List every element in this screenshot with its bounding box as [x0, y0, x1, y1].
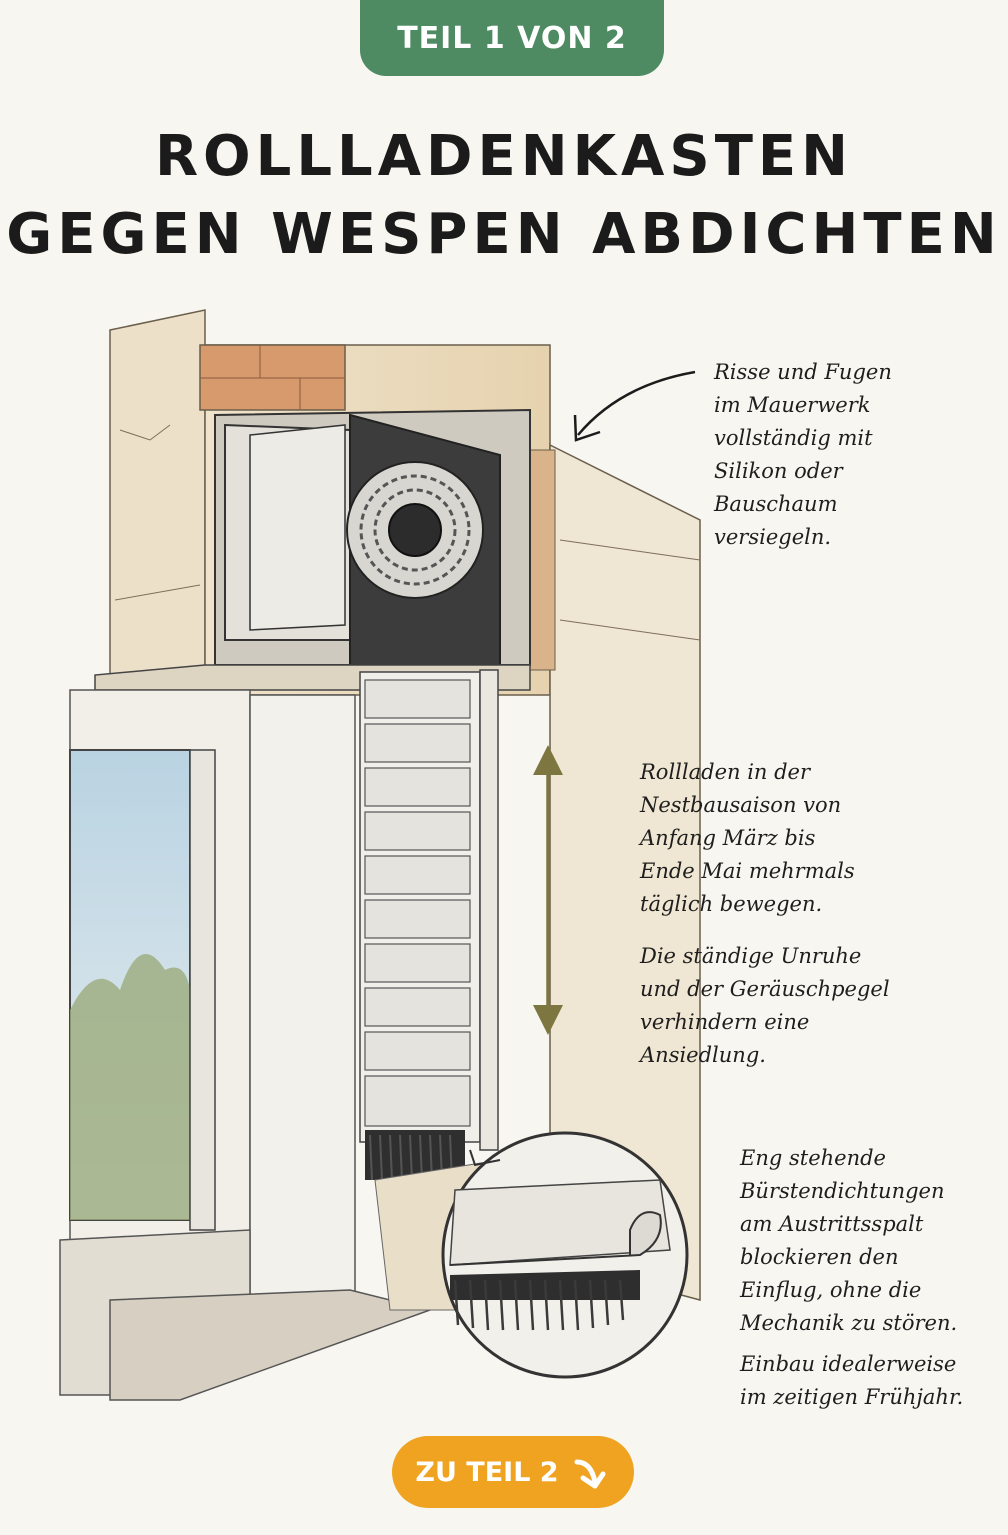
note-move-line: täglich bewegen. — [640, 892, 823, 916]
next-part-button[interactable]: ZU TEIL 2 — [392, 1436, 634, 1508]
note-cracks-line: Silikon oder — [714, 459, 843, 483]
shutter-box-illustration — [59, 309, 701, 1401]
note-cracks-line: versiegeln. — [714, 525, 832, 549]
part-badge-label: TEIL 1 VON 2 — [397, 20, 627, 56]
note-cracks: Risse und Fugen im Mauerwerk vollständig… — [714, 356, 892, 554]
note-install-line: Einbau idealerweise — [740, 1352, 957, 1376]
note-unrest-line: verhindern eine — [640, 1010, 810, 1034]
note-cracks-line: vollständig mit — [714, 426, 873, 450]
note-install: Einbau idealerweise im zeitigen Frühjahr… — [740, 1348, 963, 1414]
page-title: ROLLLADENKASTEN GEGEN WESPEN ABDICHTEN — [0, 118, 1008, 274]
note-unrest-line: Ansiedlung. — [640, 1043, 766, 1067]
curved-arrow-icon — [577, 370, 696, 436]
brush-seal-detail — [441, 1131, 689, 1379]
note-brush-line: Bürstendichtungen — [740, 1179, 945, 1203]
note-cracks-line: Bauschaum — [714, 492, 838, 516]
note-brush-line: blockieren den — [740, 1245, 899, 1269]
note-brush-line: Einflug, ohne die — [740, 1278, 922, 1302]
part-badge: TEIL 1 VON 2 — [360, 0, 664, 76]
note-brush: Eng stehende Bürstendichtungen am Austri… — [740, 1142, 957, 1340]
shutter-box — [94, 408, 531, 691]
note-move-line: Nestbausaison von — [640, 793, 842, 817]
arrow-curve-down-icon — [574, 1459, 606, 1489]
note-brush-line: Eng stehende — [740, 1146, 886, 1170]
note-brush-line: Mechanik zu stören. — [740, 1311, 958, 1335]
next-part-label: ZU TEIL 2 — [415, 1456, 559, 1488]
note-unrest: Die ständige Unruhe und der Geräuschpege… — [640, 940, 890, 1072]
curved-arrow-head-icon — [573, 414, 601, 442]
note-cracks-line: Risse und Fugen — [714, 360, 892, 384]
note-unrest-line: Die ständige Unruhe — [640, 944, 862, 968]
note-move-line: Anfang März bis — [640, 826, 816, 850]
note-move-line: Rollladen in der — [640, 760, 811, 784]
double-arrow-icon — [533, 745, 563, 1035]
title-line-2: GEGEN WESPEN ABDICHTEN — [6, 202, 1002, 267]
window — [59, 689, 433, 1401]
note-unrest-line: und der Geräuschpegel — [640, 977, 890, 1001]
note-cracks-line: im Mauerwerk — [714, 393, 871, 417]
note-move-line: Ende Mai mehrmals — [640, 859, 855, 883]
title-line-1: ROLLLADENKASTEN — [154, 124, 854, 189]
note-brush-line: am Austrittsspalt — [740, 1212, 924, 1236]
note-install-line: im zeitigen Frühjahr. — [740, 1385, 964, 1409]
note-move: Rollladen in der Nestbausaison von Anfan… — [640, 756, 855, 921]
